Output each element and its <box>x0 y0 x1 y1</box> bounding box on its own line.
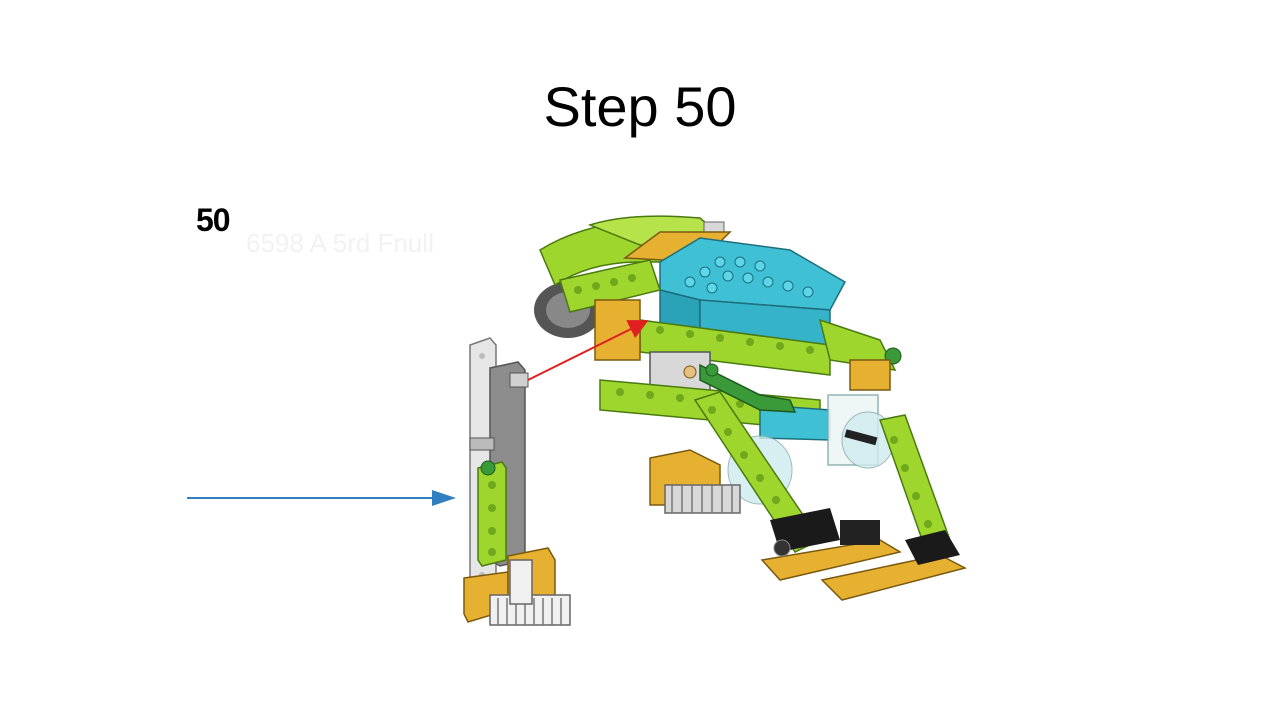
watermark-text: 6598 A 5rd Fnull <box>246 228 434 258</box>
sub-assembly <box>463 337 571 626</box>
lego-model <box>534 215 968 601</box>
step-number: 50 <box>196 202 231 238</box>
red-assembly-arrow <box>527 320 649 381</box>
slide-title: Step 50 <box>543 75 737 138</box>
